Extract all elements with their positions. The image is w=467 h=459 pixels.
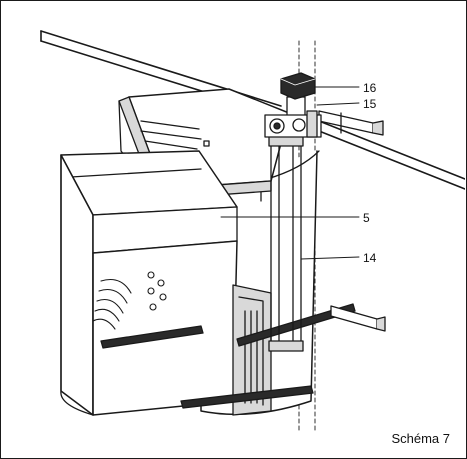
callout-5: 5	[363, 211, 370, 225]
callout-15: 15	[363, 97, 377, 111]
callout-14: 14	[363, 251, 377, 265]
water-logo	[92, 271, 167, 330]
softener-cabinet	[60, 150, 272, 416]
bypass-valve	[264, 72, 322, 138]
support-bars	[100, 303, 356, 409]
right-pipe	[318, 120, 465, 190]
leader-14	[300, 256, 360, 260]
bypass-bracket	[268, 110, 386, 352]
figure-caption: Schéma 7	[391, 431, 450, 446]
leader-15	[316, 102, 360, 106]
callout-leaders	[220, 86, 360, 260]
callout-16: 16	[363, 81, 377, 95]
